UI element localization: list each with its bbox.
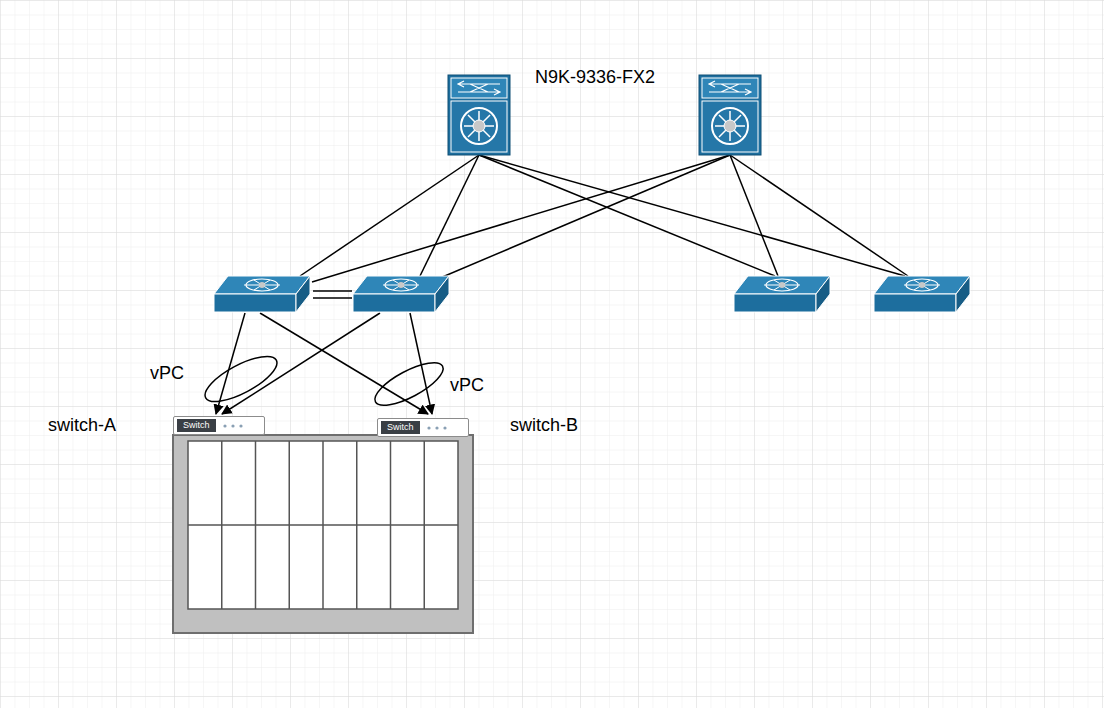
switch-name: switch-B (510, 416, 578, 436)
device-model: N9K-9336-FX2 (535, 68, 655, 88)
vpc-label: vPC (150, 364, 184, 384)
switch-tag: Switch (177, 419, 216, 432)
chassis (173, 435, 473, 633)
switch-badge: Switch (173, 416, 265, 435)
status-dots (222, 423, 244, 429)
switch-tag: Switch (381, 421, 420, 434)
switch-badge: Switch (377, 418, 469, 437)
switch-name: switch-A (48, 416, 116, 436)
vpc-label: vPC (450, 376, 484, 396)
status-dots (426, 425, 448, 431)
